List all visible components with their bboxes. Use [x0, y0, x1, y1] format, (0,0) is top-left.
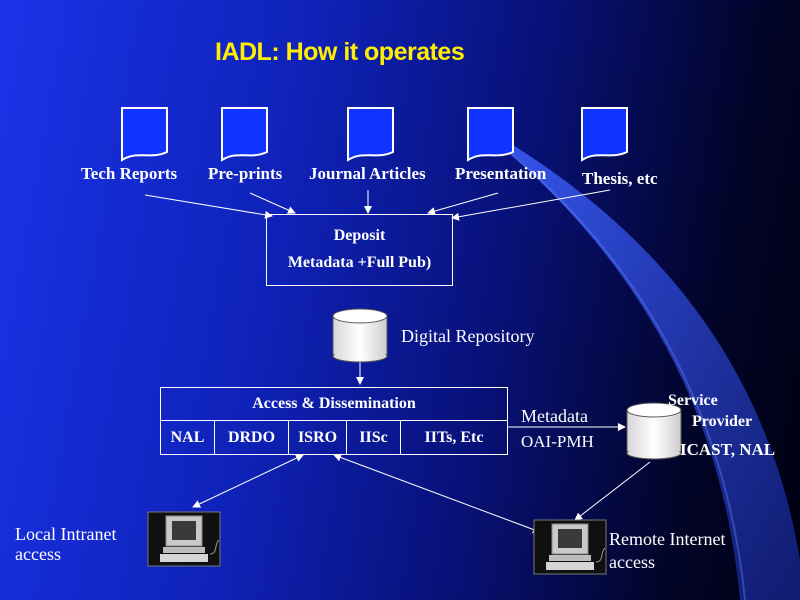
- document-icon: [121, 107, 628, 162]
- page-title: IADL: How it operates: [215, 38, 465, 66]
- deposit-box: Deposit Metadata +Full Pub): [266, 214, 453, 286]
- deposit-subtitle: Metadata +Full Pub): [287, 254, 432, 271]
- server-database-icon: [626, 402, 682, 460]
- metadata-label: Metadata: [521, 406, 588, 426]
- institution-cell: IITs, Etc: [424, 428, 484, 446]
- access-header-box: Access & Dissemination: [160, 387, 508, 421]
- service-provider-name: ICAST, NAL: [680, 440, 776, 459]
- local-access-label-2: access: [15, 544, 61, 564]
- doc-label-thesis: Thesis, etc: [582, 169, 658, 188]
- background-swoosh: [470, 120, 800, 600]
- remote-access-label-2: access: [609, 552, 655, 572]
- computer-icon: [533, 519, 607, 575]
- doc-label-journal-articles: Journal Articles: [309, 164, 426, 183]
- institutions-row: NAL DRDO ISRO IISc IITs, Etc: [160, 420, 508, 455]
- repository-label: Digital Repository: [401, 326, 535, 346]
- deposit-title: Deposit: [333, 227, 386, 244]
- institution-cell: ISRO: [289, 421, 347, 454]
- service-provider-line2: Provider: [692, 413, 753, 430]
- doc-label-pre-prints: Pre-prints: [208, 164, 283, 183]
- database-icon: [332, 308, 388, 363]
- service-provider-line1: Service: [668, 392, 718, 409]
- local-access-label-1: Local Intranet: [15, 524, 117, 544]
- doc-label-presentation: Presentation: [455, 164, 547, 183]
- protocol-label: OAI-PMH: [521, 432, 594, 451]
- doc-label-tech-reports: Tech Reports: [81, 164, 178, 183]
- institution-cell: DRDO: [215, 421, 289, 454]
- remote-access-label-1: Remote Internet: [609, 529, 726, 549]
- institution-cell: NAL: [161, 421, 215, 454]
- computer-icon: [147, 511, 221, 567]
- access-header: Access & Dissemination: [252, 395, 416, 412]
- institution-cell: IISc: [347, 421, 401, 454]
